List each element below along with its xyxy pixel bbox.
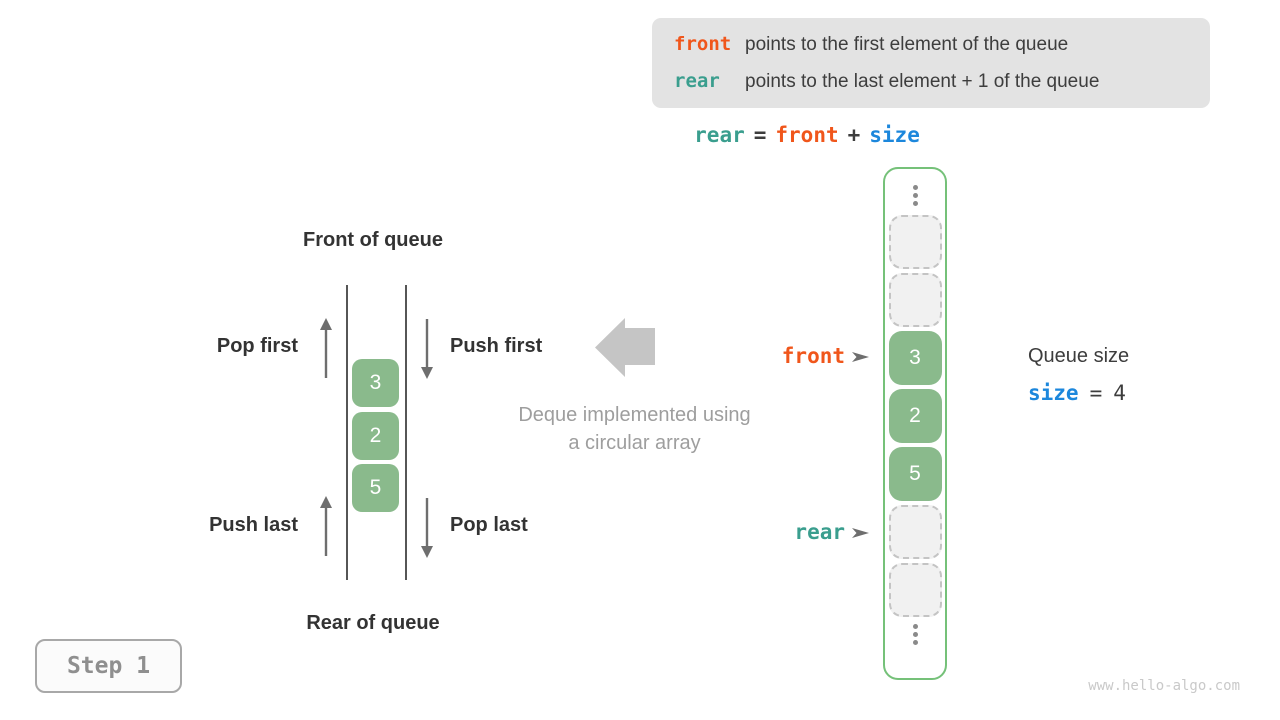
formula-rear: rear: [694, 123, 745, 147]
pop-first-up-arrow: [320, 318, 332, 378]
rear-pointer-arrow-icon: [852, 528, 869, 538]
array-cell-filled: 2: [888, 389, 942, 443]
push-last-up-arrow: [320, 496, 332, 556]
push-first-down-arrow: [421, 319, 433, 379]
size-variable: size: [1028, 381, 1079, 405]
array-cell-empty: [888, 505, 942, 559]
push-last-label: Push last: [209, 514, 298, 536]
queue-size-equation: size = 4: [1028, 381, 1126, 405]
front-definition-text: points to the first element of the queue: [745, 33, 1069, 55]
rear-definition-line: rear points to the last element + 1 of t…: [674, 70, 1210, 93]
front-pointer-label: front: [781, 344, 845, 368]
step-badge: Step 1: [35, 639, 182, 693]
front-keyword: front: [674, 32, 732, 55]
rear-definition-text: points to the last element + 1 of the qu…: [745, 71, 1100, 93]
formula-size: size: [869, 123, 920, 147]
diagram-caption: Deque implemented using a circular array: [492, 401, 777, 457]
rear-formula: rear = front + size: [657, 121, 957, 149]
front-definition-line: front points to the first element of the…: [674, 33, 1210, 56]
formula-equals: =: [753, 123, 767, 147]
array-cell-empty: [888, 215, 942, 269]
rear-of-queue-label: Rear of queue: [306, 612, 440, 634]
deque-cell: 5: [352, 464, 399, 512]
front-pointer-arrow-icon: [852, 352, 869, 362]
big-left-arrow-icon: [595, 318, 655, 377]
pop-first-label: Pop first: [216, 335, 298, 357]
caption-line2: a circular array: [568, 432, 701, 454]
rear-pointer-label: rear: [794, 520, 845, 544]
front-of-queue-label: Front of queue: [303, 229, 443, 251]
rear-keyword: rear: [674, 70, 720, 93]
pop-last-down-arrow: [421, 498, 433, 558]
ellipsis-dots-icon: [912, 621, 918, 647]
deque-cell: 2: [352, 412, 399, 460]
channel-right-wall: [405, 285, 407, 580]
array-cell-empty: [888, 273, 942, 327]
pointer-definitions-box: front points to the first element of the…: [652, 18, 1210, 108]
size-equals: =: [1089, 381, 1103, 405]
formula-front: front: [775, 123, 839, 147]
push-first-label: Push first: [450, 335, 543, 357]
queue-size-title: Queue size: [1028, 345, 1130, 367]
pop-last-label: Pop last: [450, 514, 528, 536]
size-value: 4: [1113, 381, 1126, 405]
ellipsis-dots-icon: [912, 182, 918, 208]
array-cell-empty: [888, 563, 942, 617]
deque-cell: 3: [352, 359, 399, 407]
array-cell-filled: 5: [888, 447, 942, 501]
channel-left-wall: [346, 285, 348, 580]
caption-line1: Deque implemented using: [518, 404, 751, 426]
array-cell-filled: 3: [888, 331, 942, 385]
formula-plus: +: [847, 123, 861, 147]
watermark: www.hello-algo.com: [1088, 678, 1240, 694]
